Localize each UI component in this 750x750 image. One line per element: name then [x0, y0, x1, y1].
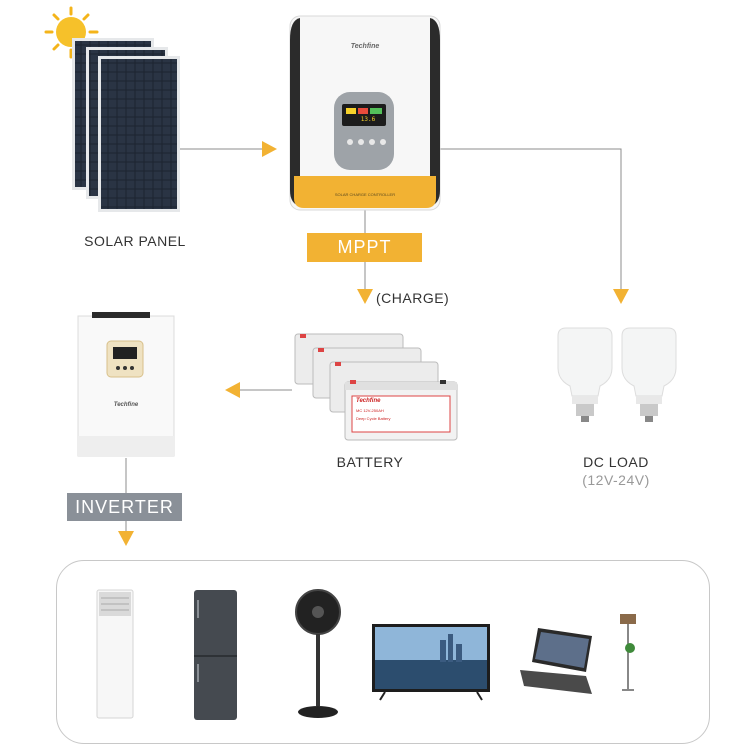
controller-brand: Techfine: [350, 43, 380, 50]
controller-strip-text: SOLAR CHARGE CONTROLLER: [334, 192, 396, 197]
laptop-icon: [520, 628, 592, 694]
arrow-right-icon: [262, 141, 277, 157]
arrow-down-icon: [357, 289, 373, 304]
battery-label: BATTERY: [336, 454, 404, 470]
inverter-unit-brand: Techfine: [113, 402, 139, 408]
floor-lamp-icon: [620, 614, 636, 691]
battery-type: Deep Cycle Battery: [356, 416, 391, 421]
arrow-left-icon: [225, 382, 240, 398]
mppt-tag: MPPT: [307, 233, 422, 262]
stand-fan-icon: [295, 589, 341, 718]
dc-load-label: DC LOAD: [583, 454, 649, 470]
dc-load-voltage: (12V-24V): [582, 472, 650, 488]
inverter-tag: INVERTER: [67, 493, 182, 521]
battery-model: MC 12V-250AH: [356, 408, 384, 413]
television-icon: [372, 624, 490, 701]
battery-brand: Techfine: [356, 398, 381, 404]
controller-display-value: 13.6: [360, 116, 376, 123]
charge-note: (CHARGE): [376, 290, 450, 306]
refrigerator-icon: [194, 590, 237, 720]
arrow-down-icon: [118, 531, 134, 546]
arrow-down-icon: [613, 289, 629, 304]
air-conditioner-icon: [96, 589, 134, 719]
solar-panel-label: SOLAR PANEL: [84, 233, 186, 249]
